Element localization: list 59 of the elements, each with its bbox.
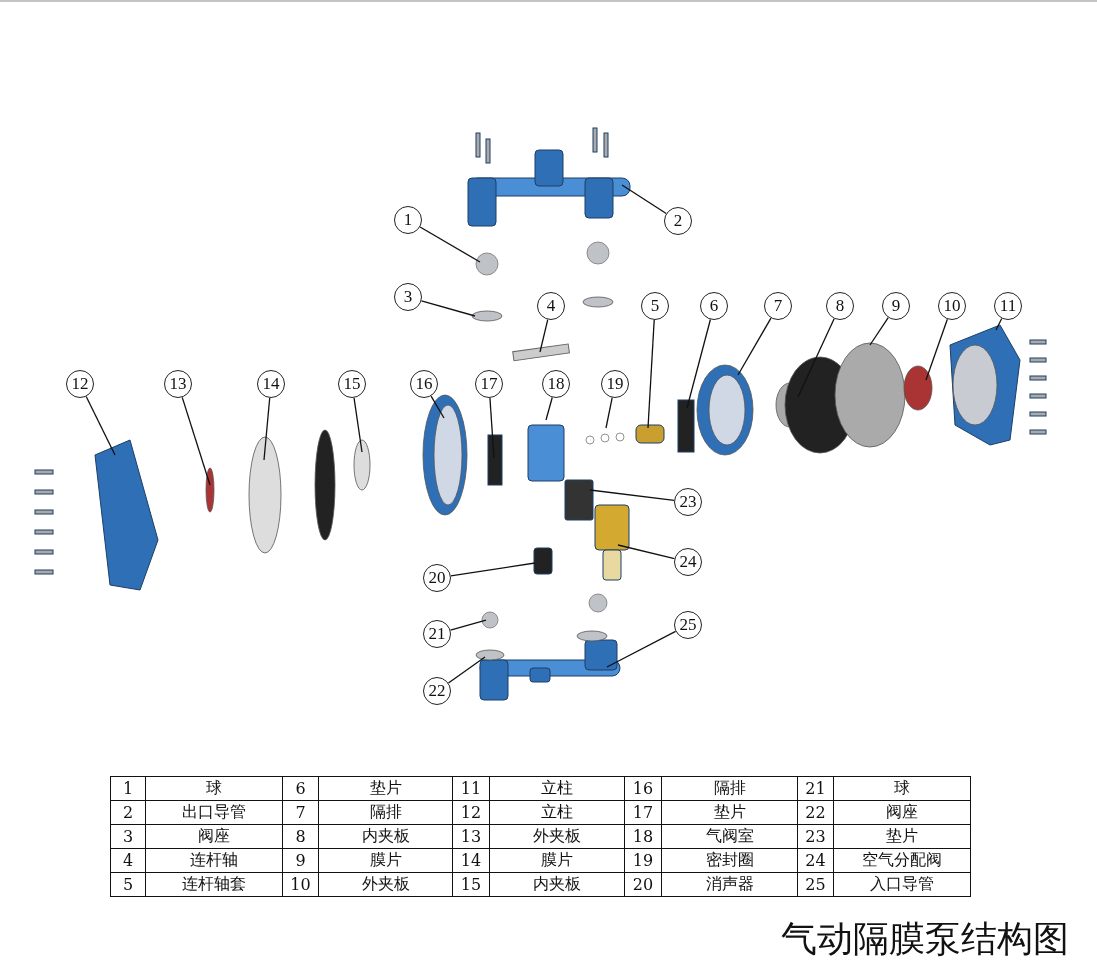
leader-line [85, 395, 116, 456]
part-name-cell: 外夹板 [318, 872, 453, 897]
callout-number: 13 [164, 370, 192, 398]
leader-line [263, 397, 271, 461]
callout-number: 14 [257, 370, 285, 398]
leader-line [606, 630, 677, 668]
callout-number: 16 [410, 370, 438, 398]
leader-line [447, 656, 486, 684]
callout-number: 3 [394, 283, 422, 311]
callout-number: 17 [475, 370, 503, 398]
part-name-cell: 消声器 [661, 872, 798, 897]
callout-number: 5 [641, 292, 669, 320]
callout-number: 12 [66, 370, 94, 398]
leader-line [605, 397, 613, 429]
leader-line [589, 489, 675, 501]
leader-line [647, 319, 655, 429]
callout-number: 11 [994, 292, 1022, 320]
leader-line [539, 318, 549, 353]
leader-line [797, 318, 835, 398]
leader-line [419, 226, 481, 263]
callout-number: 22 [423, 677, 451, 705]
callout-number: 15 [338, 370, 366, 398]
leader-line [869, 317, 889, 346]
callout-number: 9 [882, 292, 910, 320]
callout-number: 4 [537, 292, 565, 320]
callout-number: 23 [674, 488, 702, 516]
part-name-cell: 球 [833, 776, 971, 801]
part-number-cell: 5 [110, 872, 146, 897]
leader-line [925, 318, 948, 381]
callout-number: 24 [674, 548, 702, 576]
leader-line [621, 184, 667, 215]
leader-line [617, 544, 676, 560]
leader-line [449, 619, 487, 631]
part-name-cell: 入口导管 [833, 872, 971, 897]
leader-line [420, 300, 476, 317]
part-number-cell: 1 [110, 776, 146, 801]
callout-number: 21 [423, 620, 451, 648]
callout-number: 1 [394, 206, 422, 234]
leader-line [995, 317, 1003, 331]
callout-number: 6 [700, 292, 728, 320]
leader-line [450, 562, 536, 577]
part-name-cell: 内夹板 [489, 872, 625, 897]
callout-number: 2 [664, 207, 692, 235]
leader-line [430, 395, 445, 419]
callout-number: 18 [542, 370, 570, 398]
caption: 气动隔膜泵结构图 [781, 917, 1069, 961]
leader-line [686, 318, 712, 409]
leader-line [545, 396, 553, 421]
callout-number: 10 [938, 292, 966, 320]
leader-line [737, 317, 772, 376]
part-name-cell: 连杆轴套 [145, 872, 283, 897]
leader-line [353, 397, 363, 453]
leader-line [181, 396, 211, 486]
callout-number: 20 [423, 564, 451, 592]
leader-line [489, 397, 495, 459]
callout-number: 25 [674, 611, 702, 639]
callout-number: 8 [826, 292, 854, 320]
callout-number: 19 [601, 370, 629, 398]
callout-number: 7 [764, 292, 792, 320]
